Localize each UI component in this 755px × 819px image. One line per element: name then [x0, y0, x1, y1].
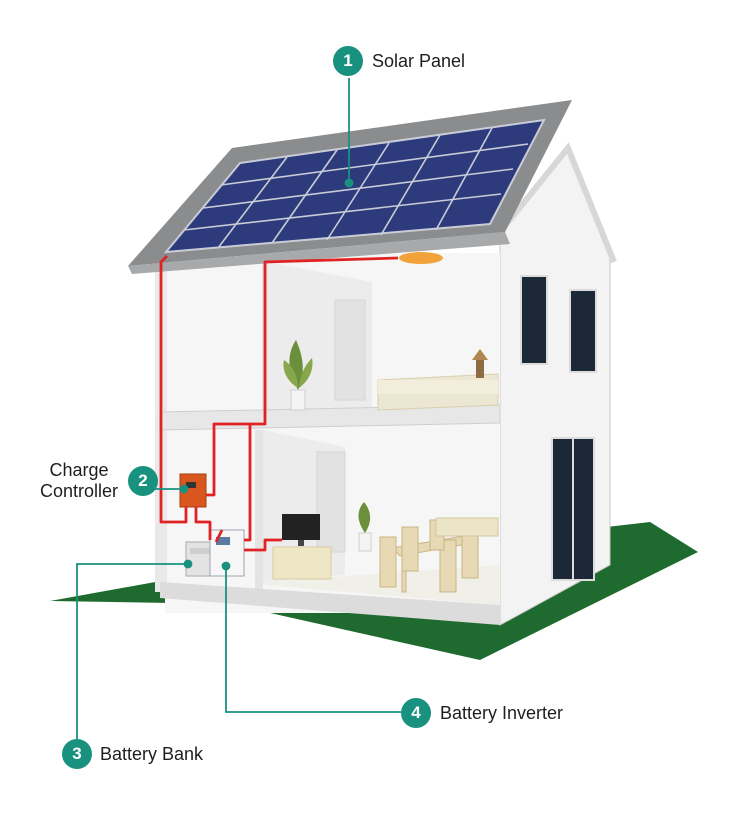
callout-number-badge: 4	[401, 698, 431, 728]
callout-number-badge: 3	[62, 739, 92, 769]
wiring	[159, 255, 399, 552]
callout-solar-panel: 1 Solar Panel	[333, 46, 465, 76]
callout-charge-controller: Charge Controller 2	[40, 460, 159, 502]
callout-battery-bank: 3 Battery Bank	[62, 739, 203, 769]
tv-icon	[272, 514, 332, 580]
ground-floor	[160, 582, 500, 625]
ceiling-lamp-icon	[399, 252, 443, 264]
upper-door	[334, 299, 366, 401]
roof-eave	[128, 232, 510, 274]
lower-door	[316, 451, 346, 553]
callout-battery-inverter: 4 Battery Inverter	[401, 698, 563, 728]
dining-table-icon	[379, 519, 480, 593]
gable-trim	[497, 142, 617, 264]
callout-leaders	[76, 78, 401, 739]
side-window-upper-2	[569, 289, 597, 373]
interior-divider-lower	[255, 430, 263, 590]
bed-icon	[377, 349, 499, 411]
callout-number-badge: 2	[128, 466, 159, 496]
callout-label-line: Controller	[40, 481, 119, 501]
side-window-upper-1	[520, 275, 548, 365]
callout-label-battery-inverter: Battery Inverter	[440, 702, 564, 723]
callout-label-battery-bank: Battery Bank	[100, 743, 204, 764]
callout-label-charge-controller: Charge Controller	[40, 460, 118, 502]
potted-plant-icon-lower	[358, 502, 372, 552]
potted-plant-icon	[283, 340, 313, 411]
callout-label-solar-panel: Solar Panel	[372, 50, 466, 71]
solar-panel-grid	[183, 127, 529, 249]
callout-label-line: Charge	[49, 460, 109, 480]
callout-number-badge: 1	[333, 46, 363, 76]
kitchen-counter	[435, 517, 499, 537]
